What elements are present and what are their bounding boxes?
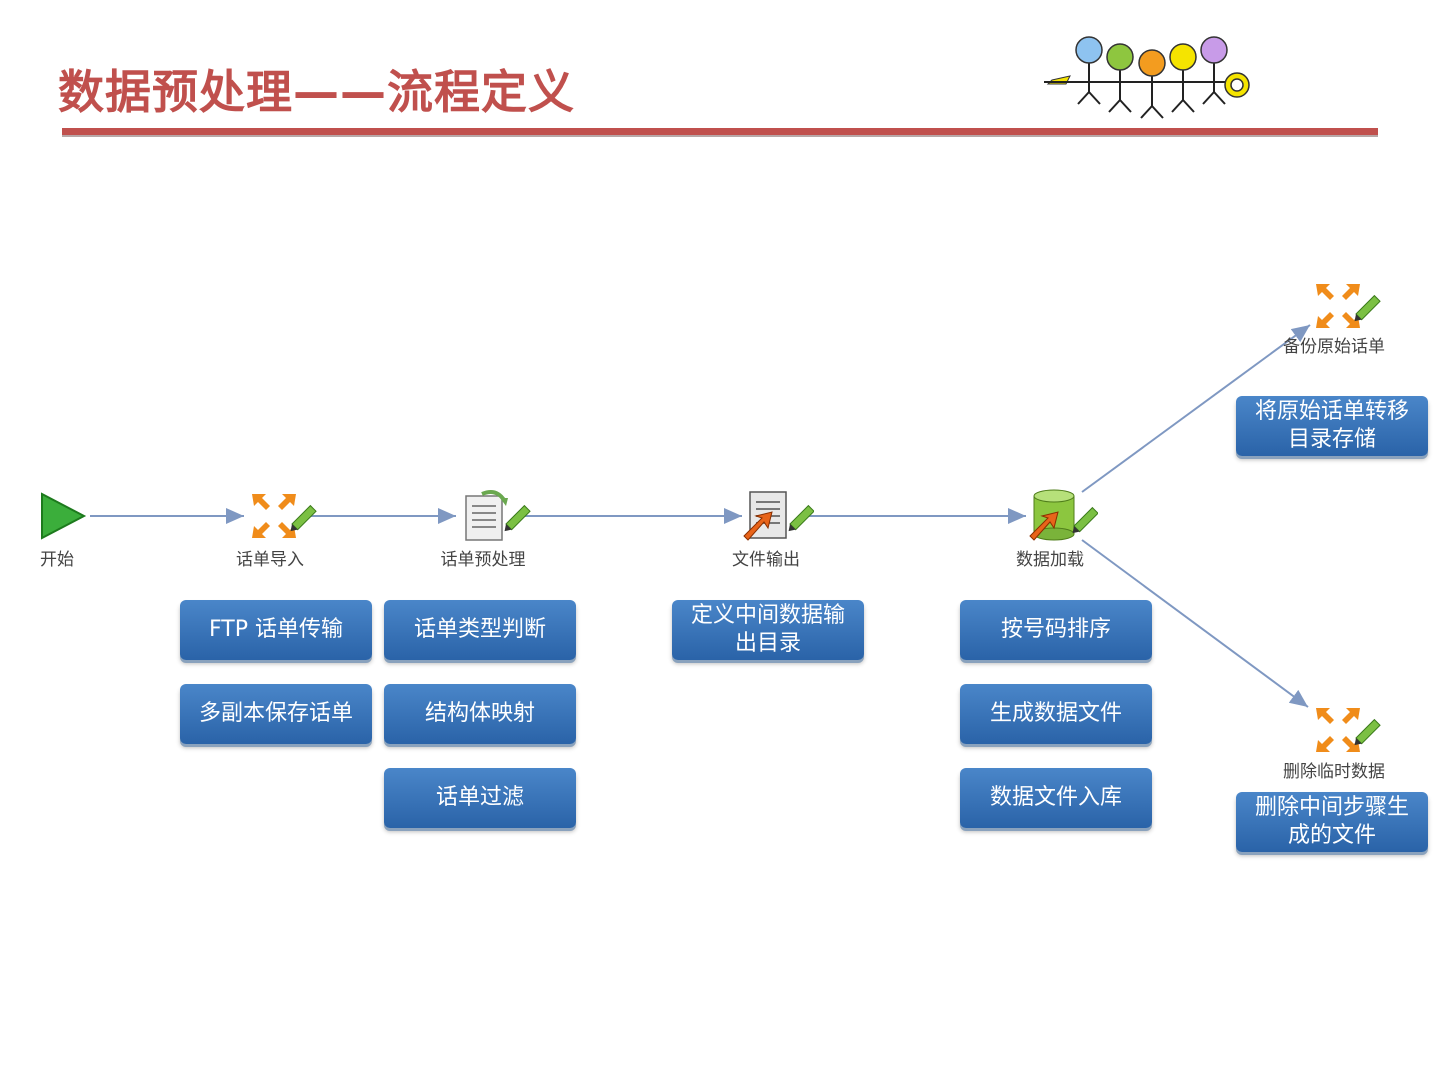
node-label-backup: 备份原始话单 bbox=[1283, 337, 1385, 357]
node-label-file-output: 文件输出 bbox=[732, 550, 800, 570]
document-process-icon bbox=[465, 490, 531, 541]
step-box: 话单过滤 bbox=[384, 768, 576, 828]
step-box: 多副本保存话单 bbox=[180, 684, 372, 744]
step-box: 话单类型判断 bbox=[384, 600, 576, 660]
step-box: FTP 话单传输 bbox=[180, 600, 372, 660]
step-box: 结构体映射 bbox=[384, 684, 576, 744]
connector-load-delete bbox=[1081, 539, 1309, 708]
title-underline bbox=[62, 128, 1378, 137]
node-label-start: 开始 bbox=[40, 550, 74, 570]
step-box: 定义中间数据输出目录 bbox=[672, 600, 864, 660]
arrows-converge-icon bbox=[252, 494, 317, 538]
database-load-icon bbox=[1029, 489, 1098, 541]
node-label-data-load: 数据加载 bbox=[1016, 550, 1084, 570]
page-title: 数据预处理——流程定义 bbox=[58, 65, 575, 119]
document-output-icon bbox=[743, 491, 814, 541]
arrows-converge-icon bbox=[1316, 708, 1381, 752]
step-box: 按号码排序 bbox=[960, 600, 1152, 660]
step-box: 将原始话单转移目录存储 bbox=[1236, 396, 1428, 456]
node-label-delete-temp: 删除临时数据 bbox=[1283, 762, 1385, 782]
node-label-import: 话单导入 bbox=[236, 550, 304, 570]
step-box: 数据文件入库 bbox=[960, 768, 1152, 828]
team-figures-logo bbox=[1044, 36, 1250, 119]
play-icon bbox=[41, 492, 87, 540]
node-label-preprocess: 话单预处理 bbox=[440, 550, 526, 570]
connector-load-backup bbox=[1081, 324, 1311, 493]
step-box: 删除中间步骤生成的文件 bbox=[1236, 792, 1428, 852]
step-box: 生成数据文件 bbox=[960, 684, 1152, 744]
arrows-converge-icon bbox=[1316, 284, 1381, 328]
